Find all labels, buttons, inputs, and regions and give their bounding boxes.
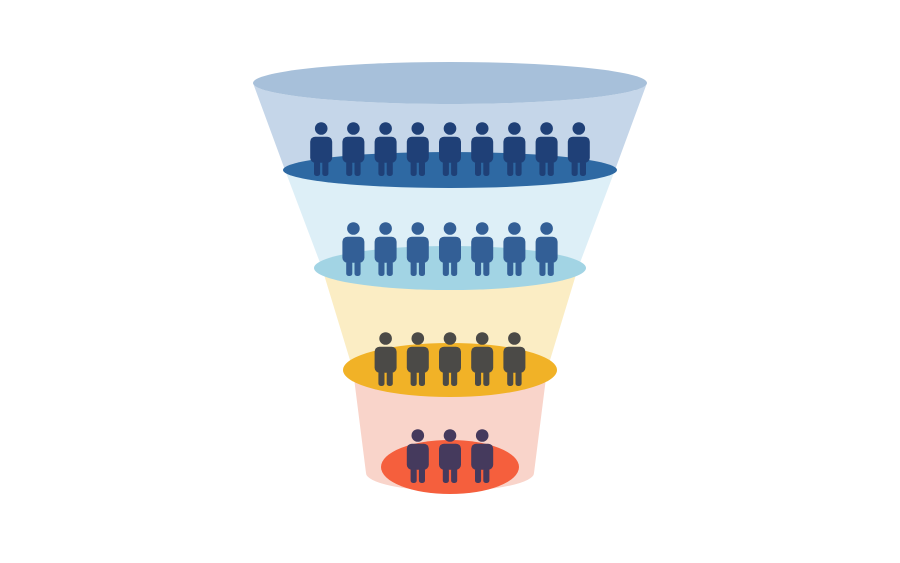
funnel-opening-ellipse <box>253 62 647 104</box>
funnel-ellipse-stage-1-top <box>283 152 617 188</box>
funnel-opening <box>253 62 647 104</box>
